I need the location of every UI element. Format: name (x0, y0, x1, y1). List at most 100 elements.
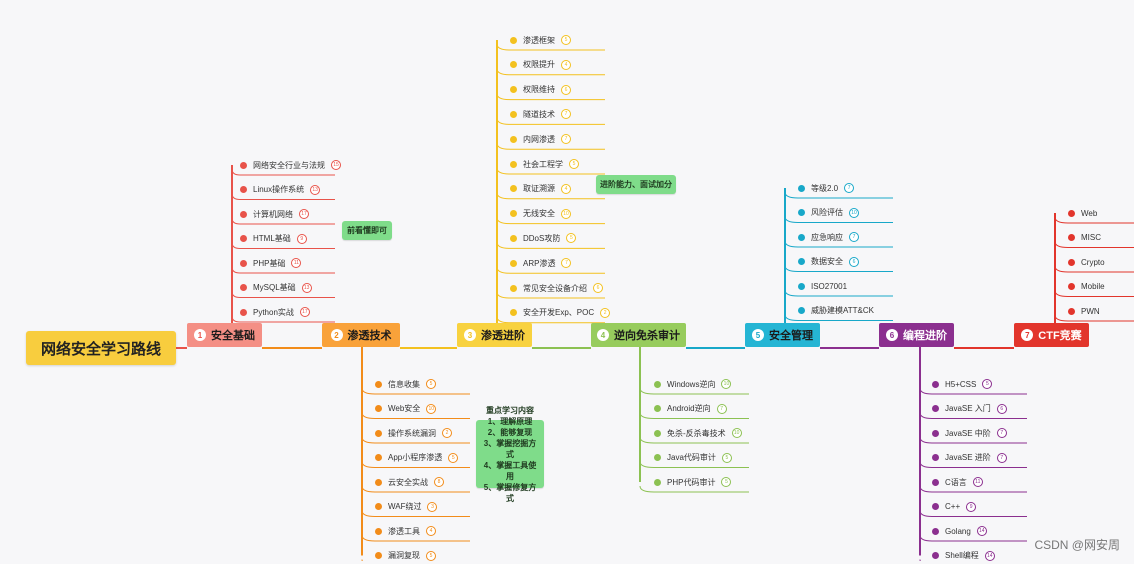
count-badge: 5 (721, 477, 732, 487)
bullet-icon (510, 135, 517, 143)
connector (361, 436, 470, 444)
bullet-icon (798, 184, 805, 192)
bullet-icon (375, 527, 382, 535)
bullet-icon (240, 284, 247, 291)
count-badge: 7 (561, 109, 571, 120)
bullet-icon (375, 552, 382, 559)
note-basic: 前看懂即可 (342, 221, 392, 240)
connector (496, 316, 605, 324)
leaf-item[interactable]: Crypto (1068, 254, 1105, 270)
count-badge: 7 (561, 134, 571, 145)
leaf-item[interactable]: C++9 (932, 499, 977, 515)
count-badge: 17 (299, 209, 309, 219)
branch-number-badge: 6 (886, 329, 898, 341)
branch-label: 安全基础 (211, 330, 255, 342)
note-line: 2、能够复现 (487, 427, 533, 437)
connector (231, 242, 335, 249)
connector (919, 436, 1027, 444)
leaf-item[interactable]: ISO27001 (798, 278, 847, 294)
leaf-item[interactable]: MISC (1068, 230, 1101, 246)
branch-b1[interactable]: 1 安全基础 (187, 323, 262, 347)
root-node[interactable]: 网络安全学习路线 (26, 331, 176, 365)
leaf-label: Mobile (1081, 282, 1105, 291)
leaf-item[interactable]: Web (1068, 205, 1097, 221)
count-badge: 10 (721, 379, 732, 389)
bullet-icon (240, 235, 247, 242)
leaf-label: H5+CSS (945, 379, 977, 389)
bullet-icon (510, 234, 517, 242)
leaf-item[interactable]: Mobile (1068, 279, 1105, 295)
connector (919, 510, 1027, 517)
branch-number-badge: 2 (330, 329, 343, 341)
leaf-label: PWN (1081, 306, 1100, 316)
bullet-icon (1068, 234, 1075, 241)
connector (639, 387, 749, 395)
connector (361, 461, 470, 468)
branch-number-badge: 1 (194, 329, 206, 341)
leaf-item[interactable]: PWN (1068, 303, 1100, 319)
leaf-label: JavaSE 中阶 (945, 428, 991, 438)
leaf-item[interactable]: 威胁建模ATT&CK (798, 303, 874, 319)
leaf-label: Web (1081, 208, 1098, 218)
connector (1054, 265, 1134, 273)
leaf-label: 数据安全 (811, 257, 843, 266)
count-badge: 2 (442, 428, 452, 438)
count-badge: 9 (296, 233, 307, 244)
count-badge: 7 (849, 232, 859, 242)
count-badge: 5 (982, 379, 993, 389)
leaf-item[interactable]: H5+CSS 5 (932, 376, 993, 392)
leaf-label: ISO27001 (811, 281, 848, 291)
count-badge: 11 (972, 477, 983, 487)
count-badge: 5 (566, 233, 577, 244)
